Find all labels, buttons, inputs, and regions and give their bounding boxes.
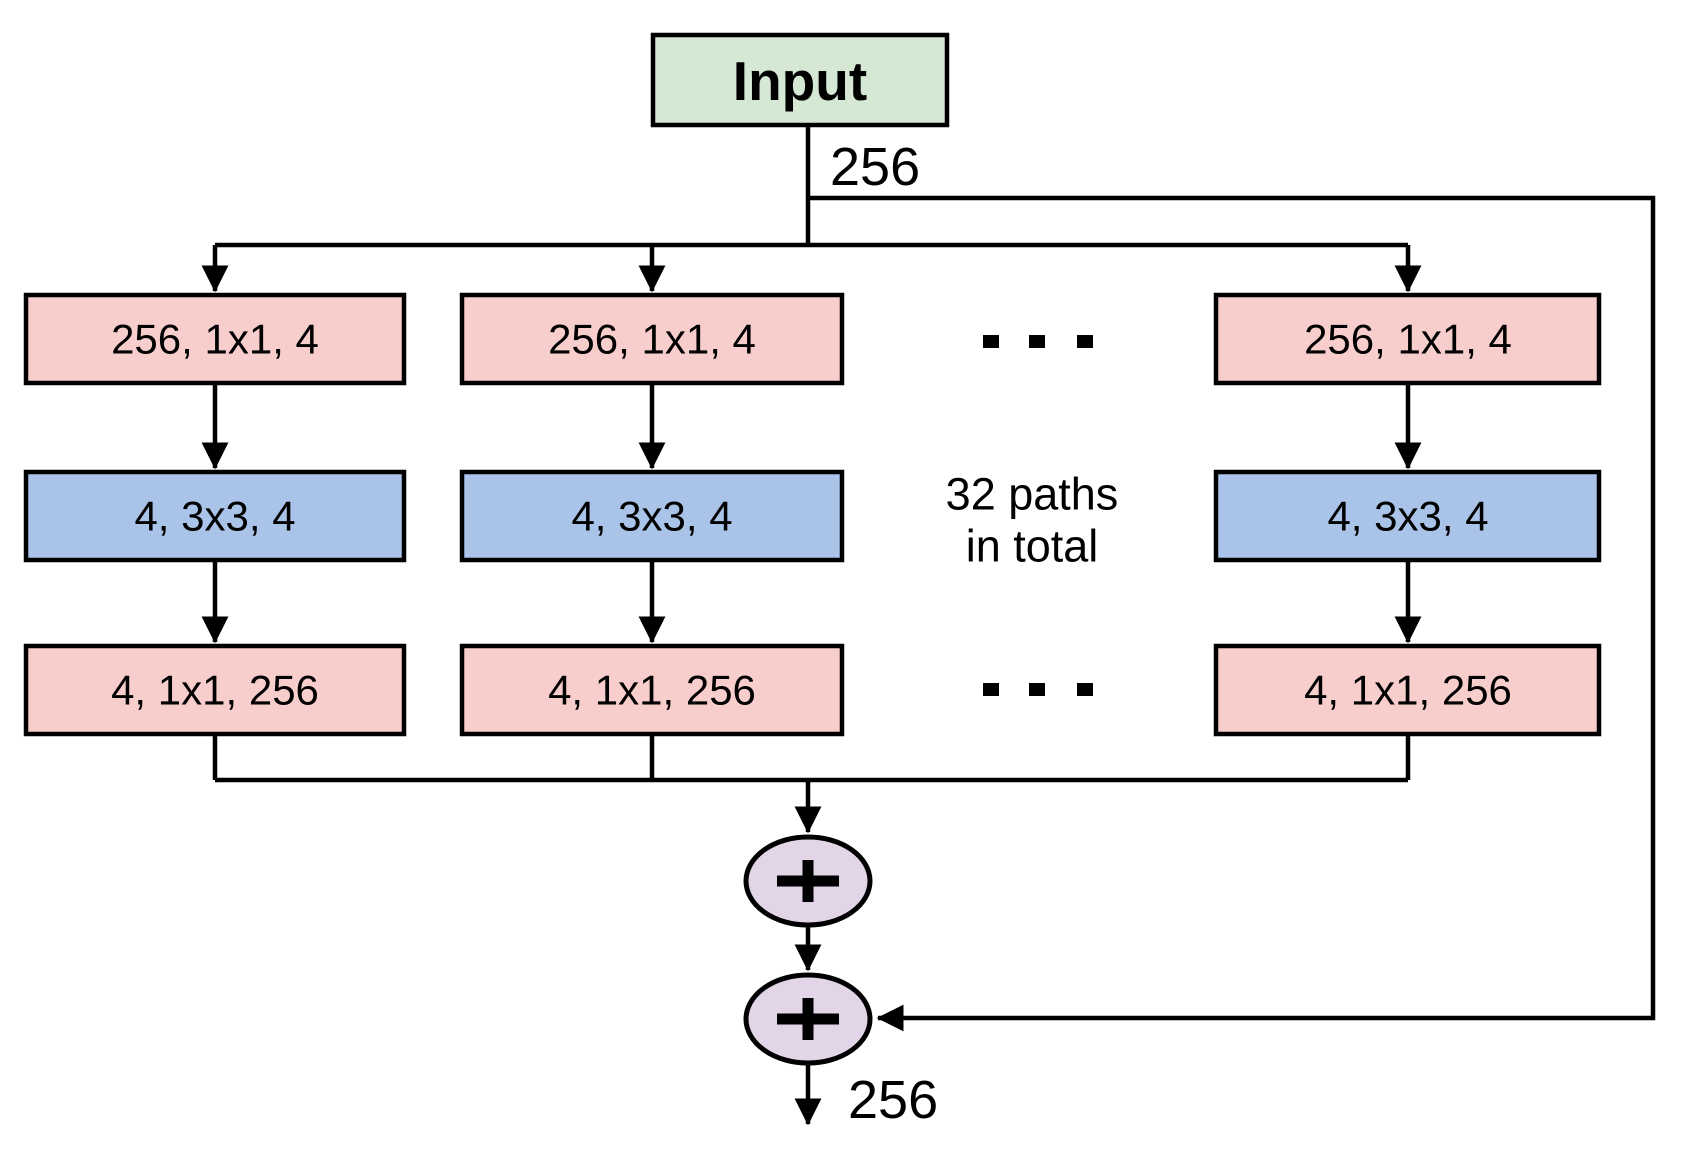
branch-2-conv2-box [459, 469, 845, 563]
paths-annotation: 32 paths in total [946, 469, 1119, 572]
branch-1: 256, 1x1, 4 4, 3x3, 4 4, 1x1, 256 [23, 292, 407, 737]
branch-1-conv3-box [23, 643, 407, 737]
sum-node-1 [743, 834, 873, 928]
plus-icon [777, 998, 839, 1040]
branch-1-conv1-label: 256, 1x1, 4 [111, 316, 319, 363]
ellipsis-dot [983, 683, 999, 696]
branch-32-conv1-label: 256, 1x1, 4 [1304, 316, 1512, 363]
plus-icon [777, 860, 839, 902]
paths-annotation-line2: in total [966, 521, 1099, 572]
branch-32-conv2-box [1213, 469, 1602, 563]
branch-2-conv2-label: 4, 3x3, 4 [571, 493, 732, 540]
skip-connection-line [808, 195, 1656, 1032]
branch-32-conv1-box [1213, 292, 1602, 386]
ellipsis-bottom [983, 683, 1093, 696]
branch-1-conv2-label: 4, 3x3, 4 [134, 493, 295, 540]
sum-node-2 [743, 972, 873, 1066]
output-channels-label: 256 [848, 1070, 938, 1130]
branch-32-conv3-box [1213, 643, 1602, 737]
ellipsis-top [983, 335, 1093, 348]
ellipsis-dot [1077, 683, 1093, 696]
branch-2-conv1-box [459, 292, 845, 386]
input-box [650, 32, 950, 128]
branch-1-conv2-box [23, 469, 407, 563]
input-box-label: Input [733, 50, 867, 112]
ellipsis-dot [1077, 335, 1093, 348]
branch-32-conv3-label: 4, 1x1, 256 [1304, 667, 1512, 714]
ellipsis-dot [1029, 683, 1045, 696]
input-channels-label: 256 [830, 137, 920, 197]
branch-1-conv1-box [23, 292, 407, 386]
branch-2: 256, 1x1, 4 4, 3x3, 4 4, 1x1, 256 [459, 292, 845, 737]
ellipsis-dot [983, 335, 999, 348]
branch-1-conv3-label: 4, 1x1, 256 [111, 667, 319, 714]
branch-2-conv1-label: 256, 1x1, 4 [548, 316, 756, 363]
branch-2-conv3-box [459, 643, 845, 737]
branch-32: 256, 1x1, 4 4, 3x3, 4 4, 1x1, 256 [1213, 292, 1602, 737]
branch-2-conv3-label: 4, 1x1, 256 [548, 667, 756, 714]
branch-32-conv2-label: 4, 3x3, 4 [1327, 493, 1488, 540]
paths-annotation-line1: 32 paths [946, 469, 1119, 520]
ellipsis-dot [1029, 335, 1045, 348]
